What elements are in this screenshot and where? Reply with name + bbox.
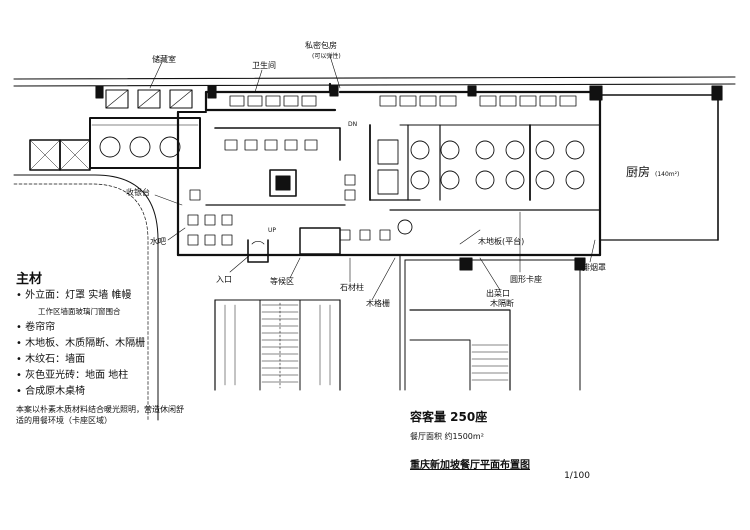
label-private-room: 私密包房 — [305, 40, 337, 50]
materials-title: 主材 — [16, 272, 43, 287]
label-hood: 排烟罩 — [582, 262, 606, 272]
label-storage: 储藏室 — [152, 54, 176, 64]
label-wood-partition: 木格栅 — [366, 298, 390, 308]
label-stair-up: UP — [268, 227, 276, 234]
label-deck: 木地板(平台) — [478, 236, 524, 246]
material-item: • 木纹石：墙面 — [16, 354, 86, 365]
label-kitchen: 厨房 — [626, 164, 650, 179]
label-cashier: 收银台 — [126, 187, 150, 197]
plan-summary: 容客量 250座 餐厅面积 约1500m² 重庆新加坡餐厅平面布置图 1/100 — [410, 408, 610, 481]
label-private-room-note: (可以弹性) — [312, 52, 341, 60]
label-wood-screen: 木隔断 — [490, 298, 514, 308]
label-kitchen-note: (140m²) — [655, 171, 679, 178]
material-item: • 灰色亚光砖：地面 地柱 — [16, 370, 129, 381]
area: 餐厅面积 约1500m² — [410, 432, 484, 441]
label-stone-column: 石材柱 — [340, 282, 364, 292]
label-waiting: 等候区 — [270, 276, 294, 286]
material-item: • 卷帘帘 — [16, 322, 56, 333]
label-round-seat: 圆形卡座 — [510, 274, 542, 284]
materials-note: 本案以朴素木质材料结合暖光照明，营造休闲舒适的用餐环境（卡座区域） — [16, 405, 184, 425]
label-stair-dn: DN — [348, 121, 357, 128]
label-kitchen-pass: 出菜口 — [486, 288, 510, 298]
materials-list: 主材 • 外立面：灯罩 实墙 帷幔 工作区墙面玻璃门窗围合 • 卷帘帘 • 木地… — [16, 272, 186, 426]
capacity: 容客量 250座 — [410, 410, 488, 424]
plan-scale: 1/100 — [564, 471, 590, 481]
material-sub: 工作区墙面玻璃门窗围合 — [38, 307, 121, 316]
plan-title: 重庆新加坡餐厅平面布置图 — [410, 460, 530, 471]
material-item: • 木地板、木质隔断、木隔栅 — [16, 338, 146, 349]
material-item: • 合成原木桌椅 — [16, 386, 86, 397]
label-restroom: 卫生间 — [252, 60, 276, 70]
material-item: • 外立面：灯罩 实墙 帷幔 — [16, 290, 132, 301]
label-entrance: 入口 — [216, 275, 232, 284]
label-bar: 水吧 — [150, 236, 166, 246]
